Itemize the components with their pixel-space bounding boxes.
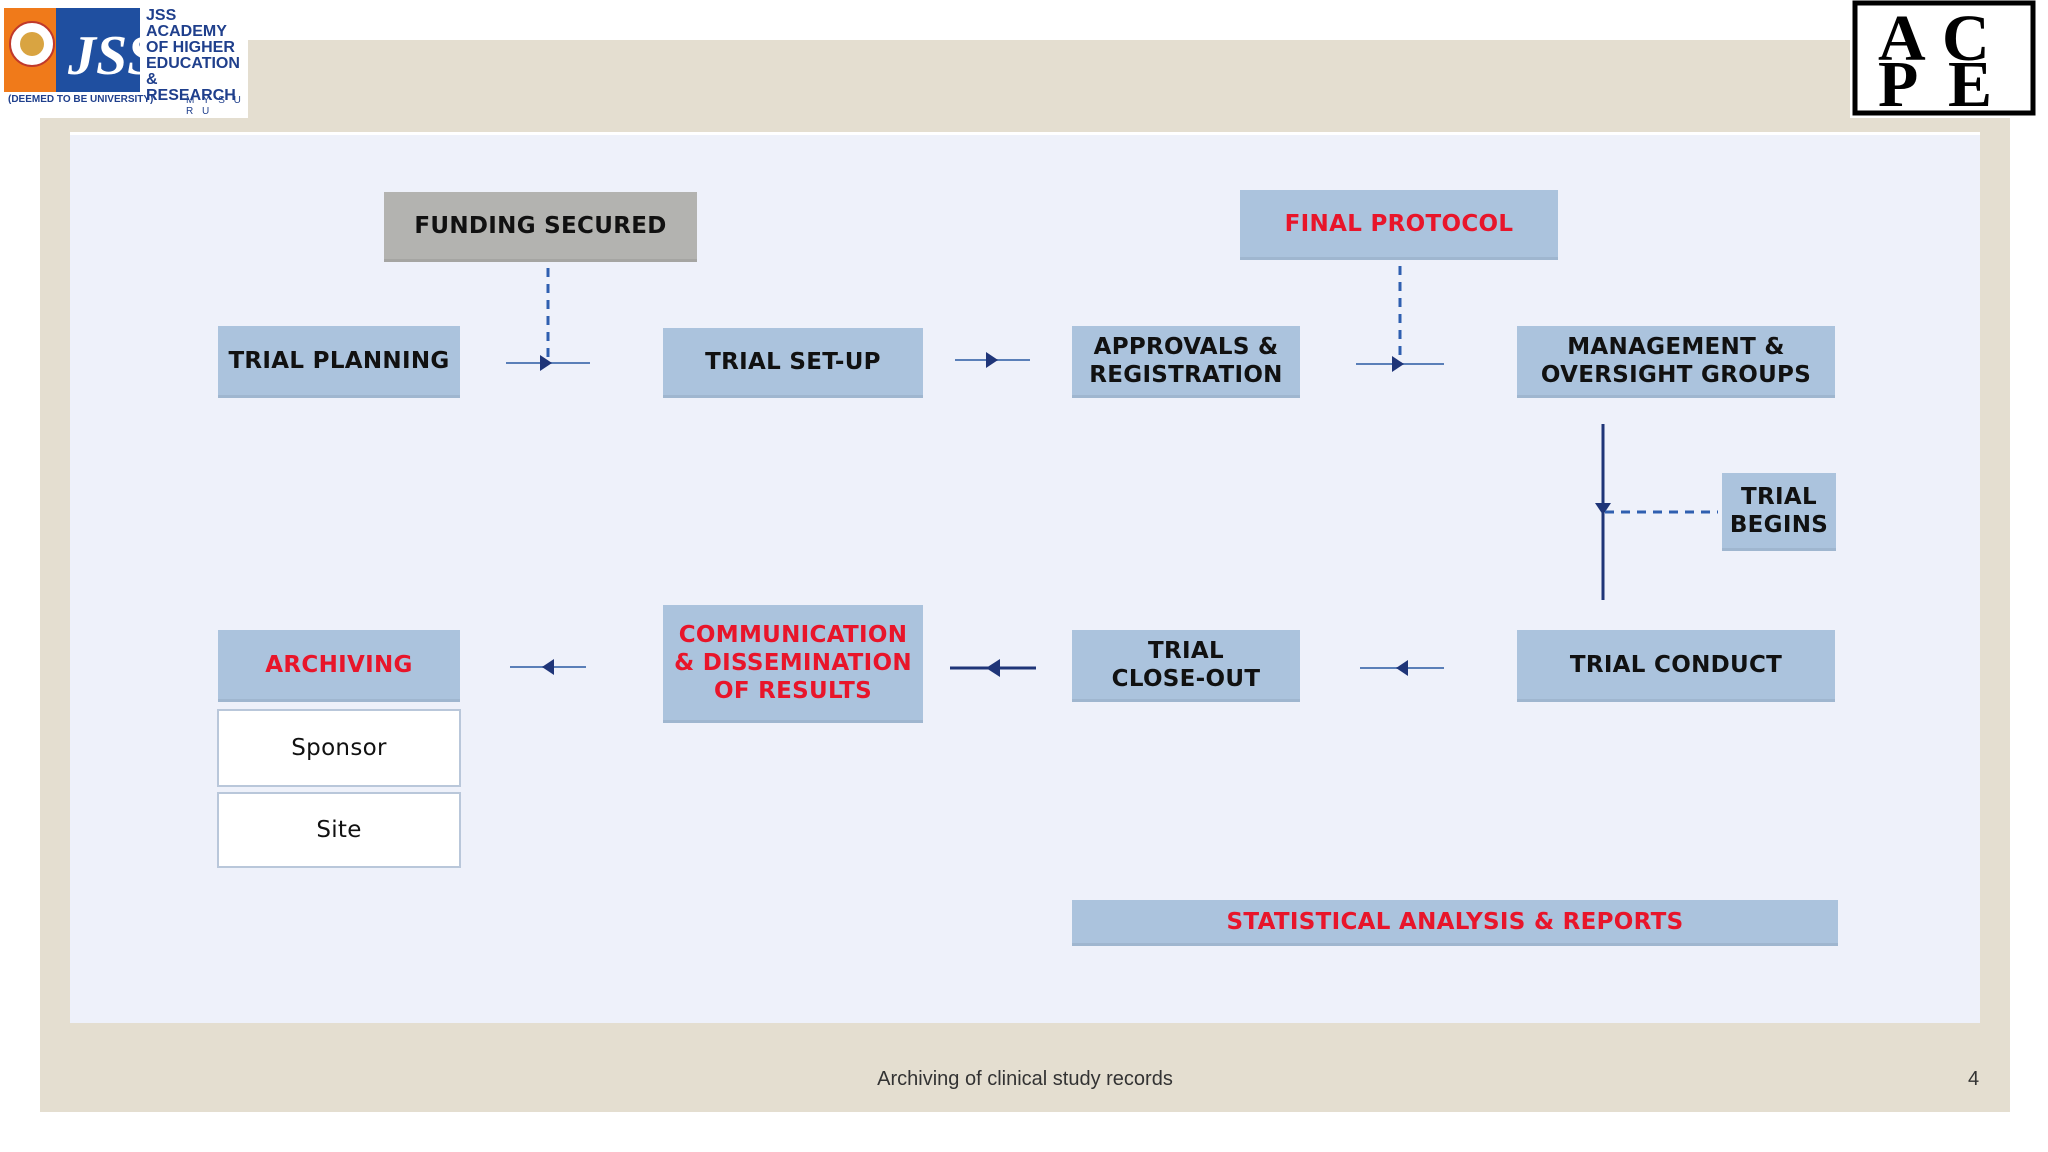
jss-logo: JSS JSS ACADEMY OF HIGHER EDUCATION & RE… [0,0,248,118]
sponsor-label: Sponsor [291,735,387,761]
communication-label-line: COMMUNICATION [678,621,908,648]
acpe-letter: E [1948,48,1993,121]
trial-closeout-box: TRIAL CLOSE-OUT [1072,630,1300,702]
jss-logo-text: JSS ACADEMY OF HIGHER EDUCATION & RESEAR… [146,8,248,104]
jss-logo-mark-text: JSS [68,25,159,87]
approvals-label-line: APPROVALS & [1093,333,1279,360]
trial-begins-label-line: BEGINS [1729,511,1829,538]
communication-label-line: OF RESULTS [713,677,873,704]
trial-setup-label: TRIAL SET-UP [705,348,881,375]
site-label: Site [316,817,362,843]
arrow-right-icon [540,355,552,371]
arrow-down-icon [1595,503,1611,515]
jss-logo-deemed: (DEEMED TO BE UNIVERSITY) [8,94,154,105]
trial-conduct-box: TRIAL CONDUCT [1517,630,1835,702]
footer-caption: Archiving of clinical study records [877,1068,1173,1090]
trial-conduct-label: TRIAL CONDUCT [1569,651,1783,678]
archiving-label: ARCHIVING [265,651,413,678]
statistical-analysis-label: STATISTICAL ANALYSIS & REPORTS [1226,908,1684,935]
jss-logo-line: JSS [146,7,177,24]
trial-begins-label-line: TRIAL [1741,483,1817,510]
archiving-box: ARCHIVING [218,630,460,702]
jss-logo-line: & RESEARCH [146,71,236,104]
jss-logo-line: OF HIGHER [146,39,235,56]
closeout-label-line: CLOSE-OUT [1111,665,1261,692]
trial-setup-box: TRIAL SET-UP [663,328,923,398]
page-number: 4 [1968,1068,1980,1090]
trial-begins-box: TRIAL BEGINS [1722,473,1836,551]
communication-label-line: & DISSEMINATION [674,649,912,676]
acpe-letter: A [1878,2,1926,75]
arrow-left-icon [986,659,1000,677]
management-oversight-box: MANAGEMENT & OVERSIGHT GROUPS [1517,326,1835,398]
arrow-left-icon [542,659,554,675]
approvals-registration-box: APPROVALS & REGISTRATION [1072,326,1300,398]
acpe-letter: P [1878,48,1919,121]
closeout-label-line: TRIAL [1148,637,1224,664]
trial-planning-label: TRIAL PLANNING [228,347,450,374]
jss-logo-line: EDUCATION [146,55,240,72]
funding-secured-label: FUNDING SECURED [414,212,667,239]
arrow-right-icon [986,352,998,368]
final-protocol-label: FINAL PROTOCOL [1284,210,1514,237]
site-box: Site [217,792,461,868]
sponsor-box: Sponsor [217,709,461,787]
jss-logo-mark-icon [4,8,140,92]
trial-planning-box: TRIAL PLANNING [218,326,460,398]
jss-logo-city: M Y S U R U [186,95,244,117]
diagram-panel [70,132,1980,1023]
funding-secured-box: FUNDING SECURED [384,192,697,262]
jss-logo-line: ACADEMY [146,23,227,40]
statistical-analysis-box: STATISTICAL ANALYSIS & REPORTS [1072,900,1838,946]
arrow-left-icon [1396,660,1408,676]
final-protocol-box: FINAL PROTOCOL [1240,190,1558,260]
acpe-logo: A C P E [1850,0,2048,118]
approvals-label-line: REGISTRATION [1089,361,1283,388]
acpe-letter: C [1942,2,1990,75]
acpe-logo-frame-icon [1852,0,2036,116]
communication-dissemination-box: COMMUNICATION & DISSEMINATION OF RESULTS [663,605,923,723]
arrow-right-icon [1392,356,1404,372]
management-label-line: OVERSIGHT GROUPS [1540,361,1812,388]
management-label-line: MANAGEMENT & [1567,333,1785,360]
